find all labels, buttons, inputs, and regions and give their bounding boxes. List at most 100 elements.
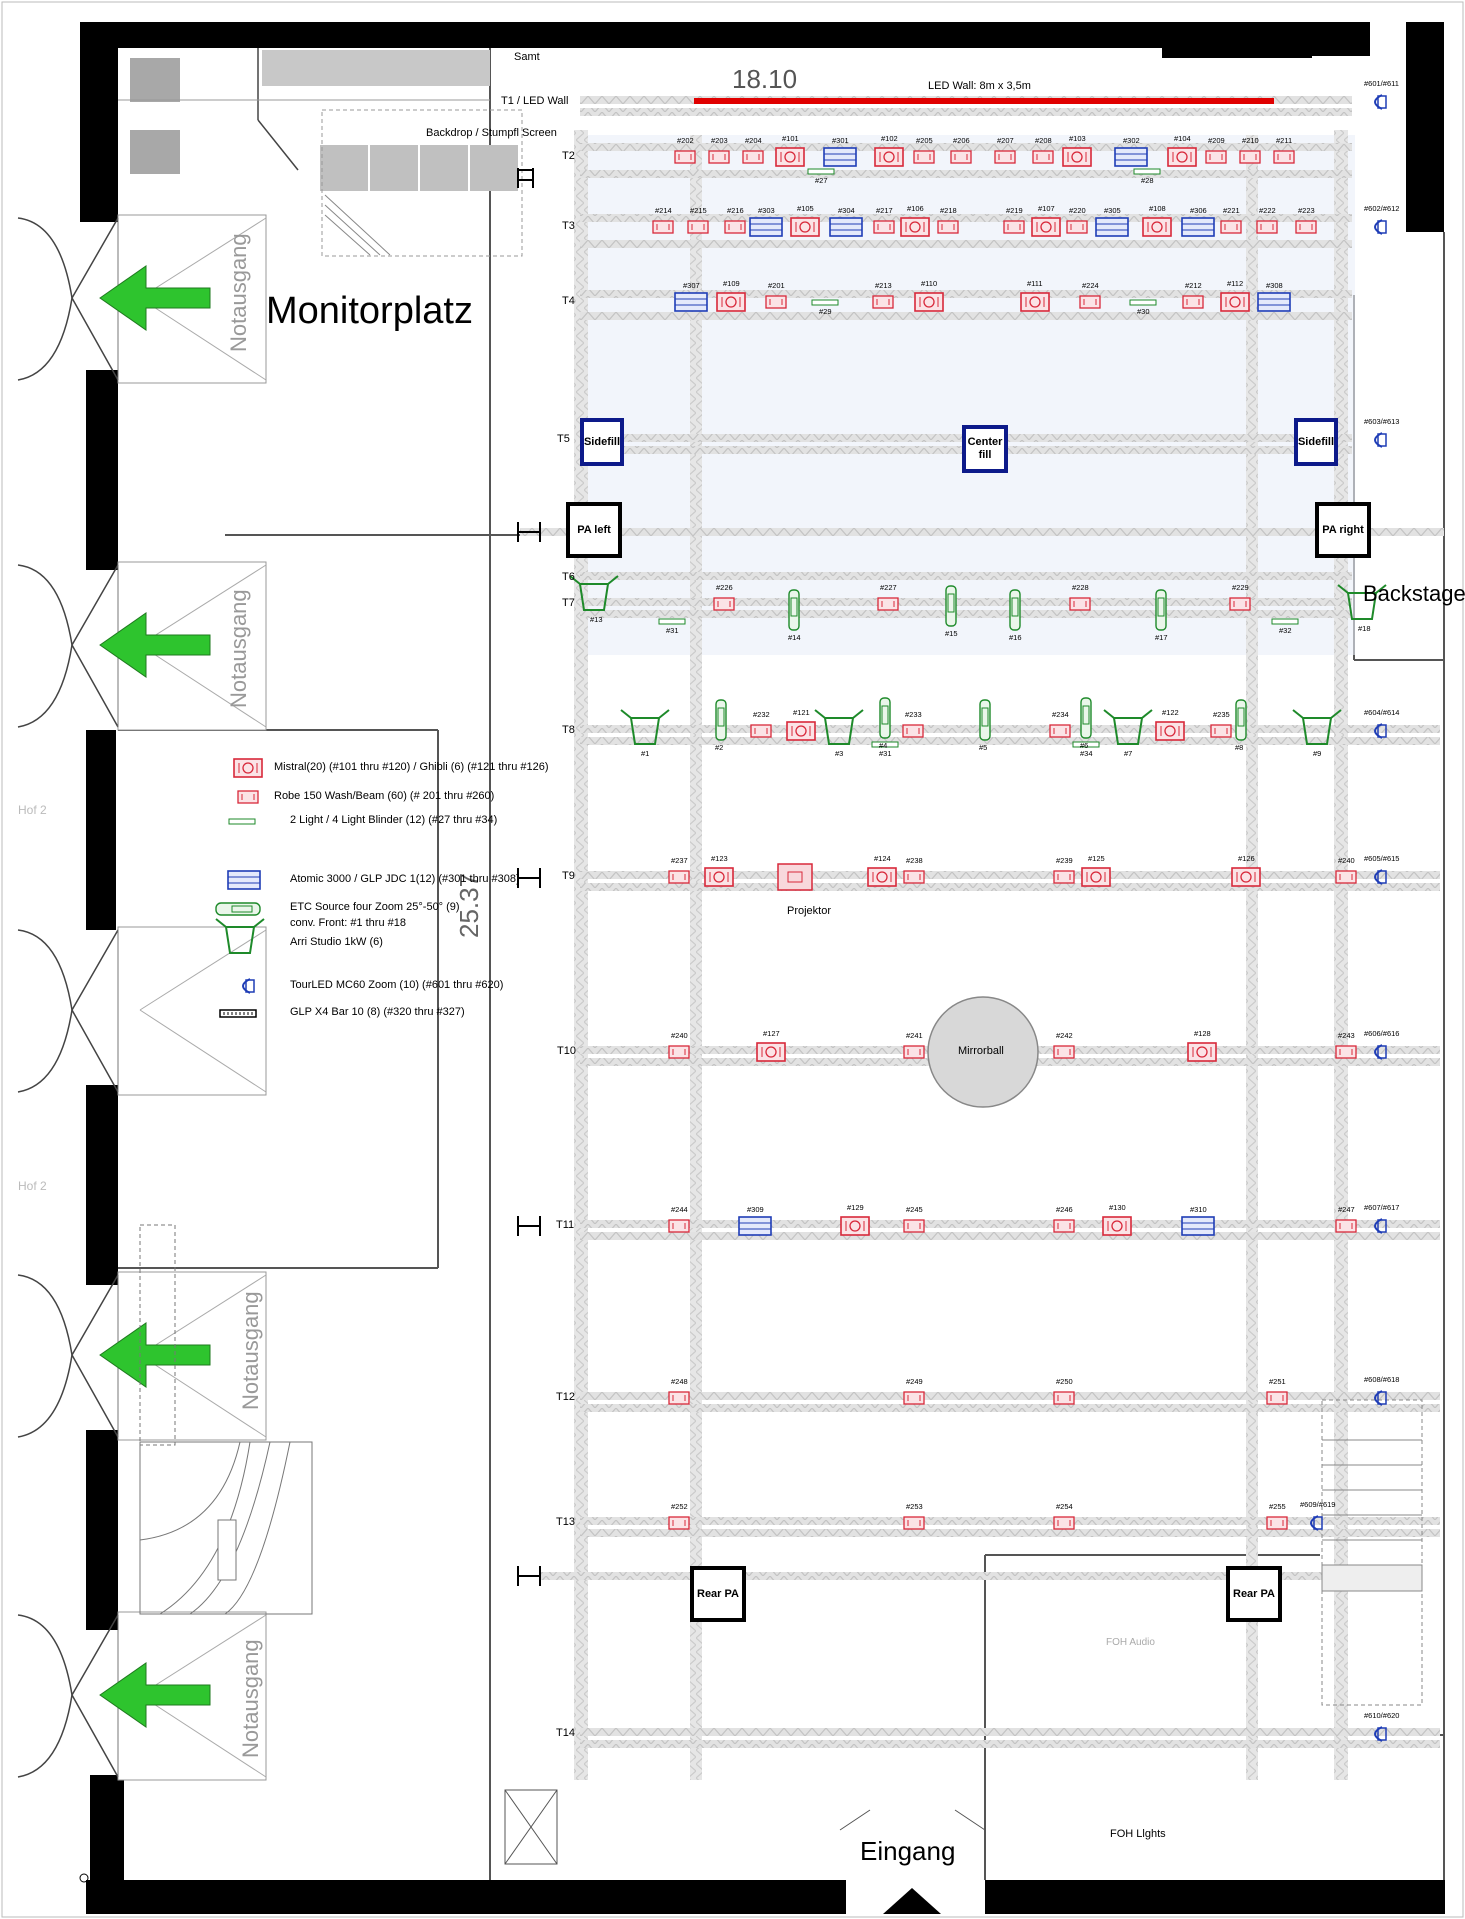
- mistral-fixture-icon: [716, 292, 746, 312]
- fixture-id-label: #214: [655, 206, 672, 215]
- fixture-id-label: #103: [1069, 134, 1086, 143]
- mistral-fixture-icon: [1220, 292, 1250, 312]
- truss-segment: [520, 528, 1444, 536]
- truss-segment: [580, 1220, 1440, 1228]
- fixture-id-label: #205: [916, 136, 933, 145]
- exit-door: [17, 561, 267, 731]
- truss-segment: [580, 240, 1352, 248]
- fixture-id-label: #216: [727, 206, 744, 215]
- arri-fixture-icon: [814, 709, 864, 745]
- fixture-id-label: #201: [768, 281, 785, 290]
- emergency-exits: [17, 214, 267, 1781]
- fixture-id-label: #101: [782, 134, 799, 143]
- robe-fixture-icon: [1032, 150, 1054, 164]
- mistral-fixture-icon: [786, 721, 816, 741]
- mistral-fixture-icon: [1020, 292, 1050, 312]
- fixture-id-label: #1: [641, 749, 650, 758]
- atomic-fixture-icon: [1114, 147, 1148, 167]
- tourled-fixture-icon: [1374, 869, 1387, 885]
- legend-item: ETC Source four Zoom 25°-50° (9): [290, 901, 460, 913]
- hof-label-top: Hof 2: [18, 803, 47, 817]
- mistral-fixture-icon: [790, 217, 820, 237]
- stairs-bottom-right: [1321, 1399, 1423, 1706]
- exit-label-4: Notausgang: [238, 1639, 263, 1758]
- truss-label: T2: [562, 150, 575, 162]
- robe-fixture-icon: [1066, 220, 1088, 234]
- exit-arrow-icon: [99, 1322, 211, 1388]
- fixture-id-label: #228: [1072, 583, 1089, 592]
- mistral-fixture-icon: [1031, 217, 1061, 237]
- fixture-id-label: #111: [1027, 279, 1043, 288]
- etc-fixture-icon: [1080, 697, 1092, 739]
- truss-label: T12: [556, 1391, 575, 1403]
- robe-fixture-icon: [708, 150, 730, 164]
- entrance: [839, 1809, 986, 1914]
- truss-segment: [580, 883, 1440, 891]
- fixture-id-label: #4: [879, 741, 888, 750]
- arri-fixture-icon: [620, 709, 670, 745]
- robe-fixture-icon: [765, 295, 787, 309]
- fixture-id-label: #240: [671, 1031, 688, 1040]
- fixture-id-label: #104: [1174, 134, 1191, 143]
- truss-label: T8: [562, 724, 575, 736]
- mirrorball-label: Mirrorball: [958, 1045, 1004, 1057]
- fixture-id-label: #122: [1162, 708, 1179, 717]
- fixture-id-label: #606/#616: [1364, 1029, 1400, 1038]
- robe-fixture-icon: [1053, 870, 1075, 884]
- robe-fixture-icon: [1266, 1516, 1288, 1530]
- fixture-id-label: #248: [671, 1377, 688, 1386]
- building-walls: [80, 22, 1445, 1914]
- mistral-fixture-icon: [840, 1216, 870, 1236]
- robe-fixture-icon: [1295, 220, 1317, 234]
- backdrop-label: Backdrop / Stumpfl Screen: [426, 127, 557, 139]
- truss-label: T10: [557, 1045, 576, 1057]
- atomic-fixture-icon: [674, 292, 708, 312]
- fixture-id-label: #124: [874, 854, 891, 863]
- robe-fixture-icon: [937, 220, 959, 234]
- fixture-id-label: #18: [1358, 624, 1371, 633]
- exit-door: [17, 214, 267, 384]
- tourled-fixture-icon: [1374, 432, 1387, 448]
- robe-fixture-icon: [1049, 724, 1071, 738]
- robe-fixture-icon: [1053, 1391, 1075, 1405]
- tourled-fixture-icon: [1374, 723, 1387, 739]
- fixture-id-label: #213: [875, 281, 892, 290]
- blinder-fixture-icon: [1133, 168, 1161, 175]
- fixture-id-label: #211: [1276, 136, 1293, 145]
- fixture-id-label: #223: [1298, 206, 1315, 215]
- fixture-id-label: #14: [788, 633, 801, 642]
- fixture-id-label: #232: [753, 710, 770, 719]
- flightcase: [504, 1789, 558, 1865]
- stairs-bottom-left: [139, 1224, 313, 1615]
- robe-fixture-icon: [1273, 150, 1295, 164]
- truss-segment: [540, 1572, 1360, 1580]
- truss-label: T7: [562, 597, 575, 609]
- fixture-id-label: #112: [1227, 279, 1244, 288]
- fixture-id-label: #238: [906, 856, 923, 865]
- fixture-id-label: #255: [1269, 1502, 1286, 1511]
- truss-label: T13: [556, 1516, 575, 1528]
- robe-fixture-icon: [724, 220, 746, 234]
- truss-segment: [580, 143, 1352, 151]
- fixture-id-label: #309: [747, 1205, 764, 1214]
- robe-fixture-icon: [1266, 1391, 1288, 1405]
- robe-fixture-icon: [1069, 597, 1091, 611]
- atomic-fixture-icon: [749, 217, 783, 237]
- fixture-id-label: #308: [1266, 281, 1283, 290]
- arri-fixture-icon: [569, 575, 619, 611]
- fixture-id-label: #217: [876, 206, 893, 215]
- fixture-id-label: #304: [838, 206, 855, 215]
- blinder-fixture-icon: [1271, 618, 1299, 625]
- arri-fixture-icon: [1103, 709, 1153, 745]
- fixture-id-label: #108: [1149, 204, 1166, 213]
- tourled-fixture-icon: [1374, 219, 1387, 235]
- arri-fixture-icon: [1337, 584, 1387, 620]
- fixture-id-label: #126: [1238, 854, 1255, 863]
- projector-symbol: [777, 863, 813, 891]
- legend-item: GLP X4 Bar 10 (8) (#320 thru #327): [290, 1006, 465, 1018]
- robe-fixture-icon: [913, 150, 935, 164]
- legend-item: Robe 150 Wash/Beam (60) (# 201 thru #260…: [274, 790, 495, 802]
- mistral-fixture-icon: [1062, 147, 1092, 167]
- mistral-fixture-icon: [1231, 867, 1261, 887]
- truss-segment: [580, 1517, 1440, 1525]
